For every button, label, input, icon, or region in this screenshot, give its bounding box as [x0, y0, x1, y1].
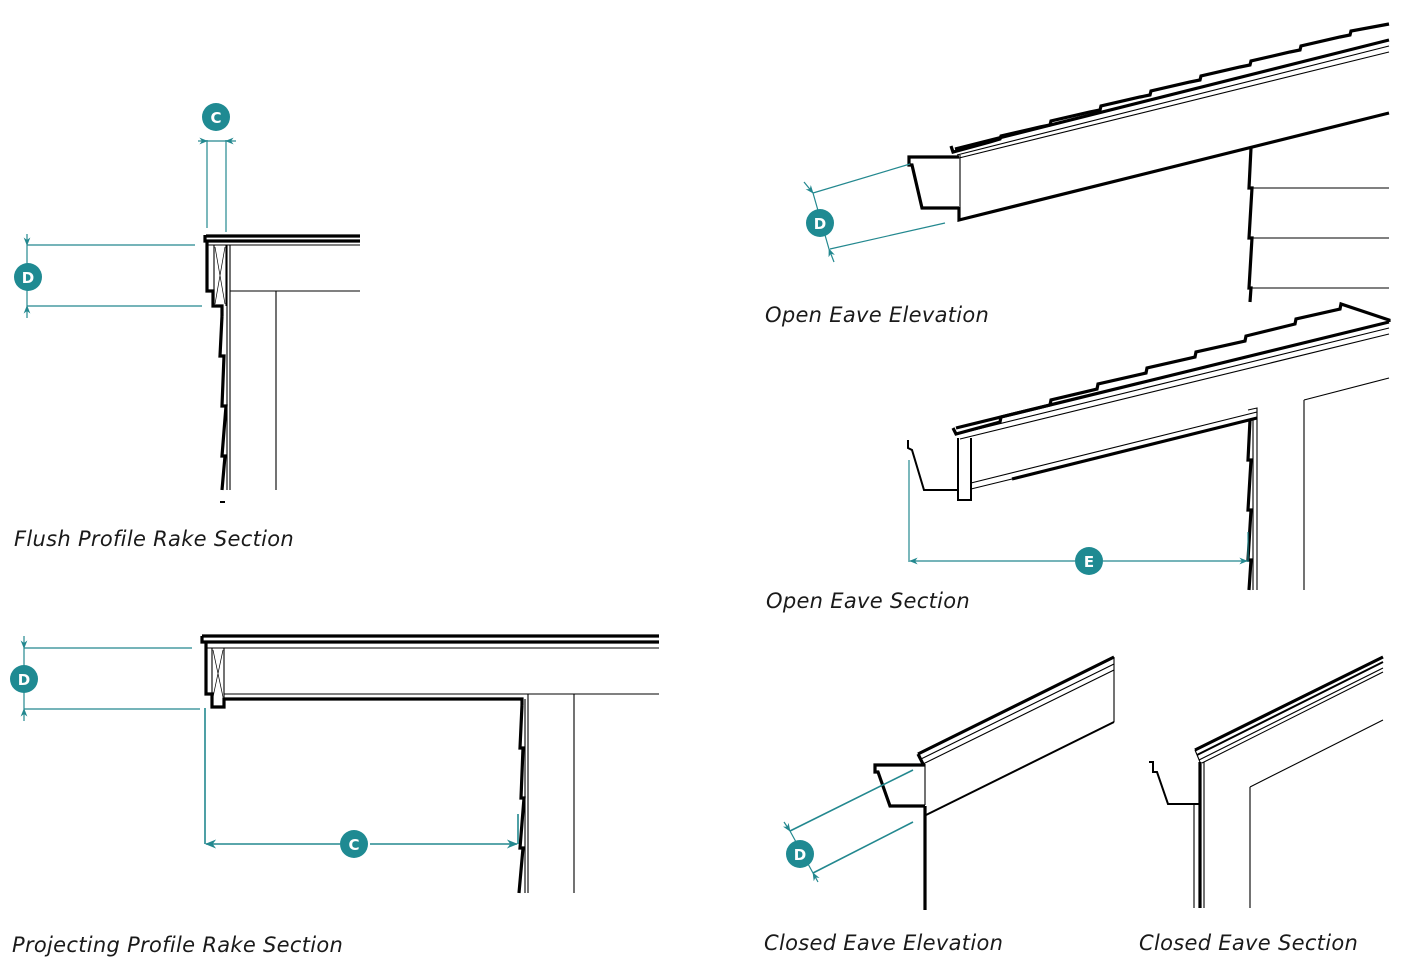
roof-edge-top	[917, 655, 1115, 756]
dimension-badge-d: D	[14, 263, 42, 291]
wall-sheathing	[226, 245, 231, 490]
badge-label: D	[18, 671, 30, 689]
gutter-profile	[907, 155, 959, 210]
flush-profile-rake-section: C D Flush Profile Rake Section	[14, 103, 360, 551]
interior-wall	[1303, 377, 1390, 590]
roof-shingles	[951, 301, 1391, 436]
open-eave-elevation: D Open Eave Elevation	[765, 22, 1390, 327]
roof-edge-line	[956, 45, 1390, 156]
dimension-badge-c: C	[202, 103, 230, 131]
caption: Closed Eave Section	[1139, 931, 1358, 955]
wall-sheathing	[524, 694, 529, 893]
rafter-underside	[970, 411, 1258, 490]
closed-eave-section: Closed Eave Section	[1139, 655, 1384, 955]
badge-label: C	[348, 836, 359, 854]
gutter-profile	[873, 763, 925, 808]
rake-trim-cap	[200, 636, 659, 644]
dimension-badge-d: D	[10, 665, 38, 693]
caption: Closed Eave Elevation	[764, 931, 1003, 955]
fascia-bottom-edge	[957, 111, 1390, 223]
dim-d-extension-lines	[789, 769, 914, 874]
dim-d-extension-lines	[27, 244, 202, 307]
dim-d-extension-lines	[24, 647, 200, 710]
blocking	[211, 648, 225, 699]
badge-label: D	[814, 215, 826, 233]
rake-trim-profile	[205, 241, 224, 316]
gutter-profile	[907, 440, 958, 491]
dimension-badge-d: D	[806, 209, 834, 237]
caption: Projecting Profile Rake Section	[12, 933, 343, 957]
badge-label: D	[22, 269, 34, 287]
roof-edge-top	[1194, 655, 1384, 752]
drip-edge-lines	[1198, 667, 1384, 764]
lap-siding	[517, 704, 526, 894]
badge-label: C	[210, 109, 221, 127]
wall-siding-edge	[1246, 419, 1253, 591]
gutter-profile	[1149, 761, 1200, 805]
rake-trim-cap	[203, 235, 360, 243]
open-eave-section: E Open Eave Section	[766, 301, 1391, 613]
siding-courses	[1252, 187, 1389, 289]
dimension-badge-d: D	[786, 840, 814, 868]
blocking-cross	[212, 649, 224, 698]
roof-edge-line	[957, 327, 1390, 440]
blocking-cross	[214, 246, 226, 305]
interior-wall	[1249, 719, 1384, 908]
fascia	[957, 438, 972, 501]
closed-eave-elevation: D Closed Eave Elevation	[764, 655, 1115, 955]
dimension-badge-e: E	[1075, 547, 1103, 575]
dim-c-extension-lines	[206, 140, 227, 232]
drip-edge-lines	[920, 663, 1115, 765]
blocking	[213, 245, 227, 306]
caption: Open Eave Section	[766, 589, 970, 613]
dim-e-extension-lines	[908, 460, 1249, 562]
wall-siding-edge	[1247, 147, 1254, 303]
caption: Flush Profile Rake Section	[14, 527, 294, 551]
badge-label: E	[1084, 553, 1094, 571]
projecting-profile-rake-section: D C Projecting Profile Rake Section	[10, 634, 659, 957]
dimension-badge-c: C	[340, 830, 368, 858]
dim-c-extension-lines	[204, 708, 519, 844]
wall-sheathing	[1252, 418, 1258, 590]
soffit-profile	[204, 642, 524, 709]
caption: Open Eave Elevation	[765, 303, 989, 327]
badge-label: D	[794, 846, 806, 864]
lap-siding	[218, 315, 228, 491]
dim-d-extension-lines	[812, 163, 946, 250]
fascia-bottom-edge	[925, 721, 1115, 816]
